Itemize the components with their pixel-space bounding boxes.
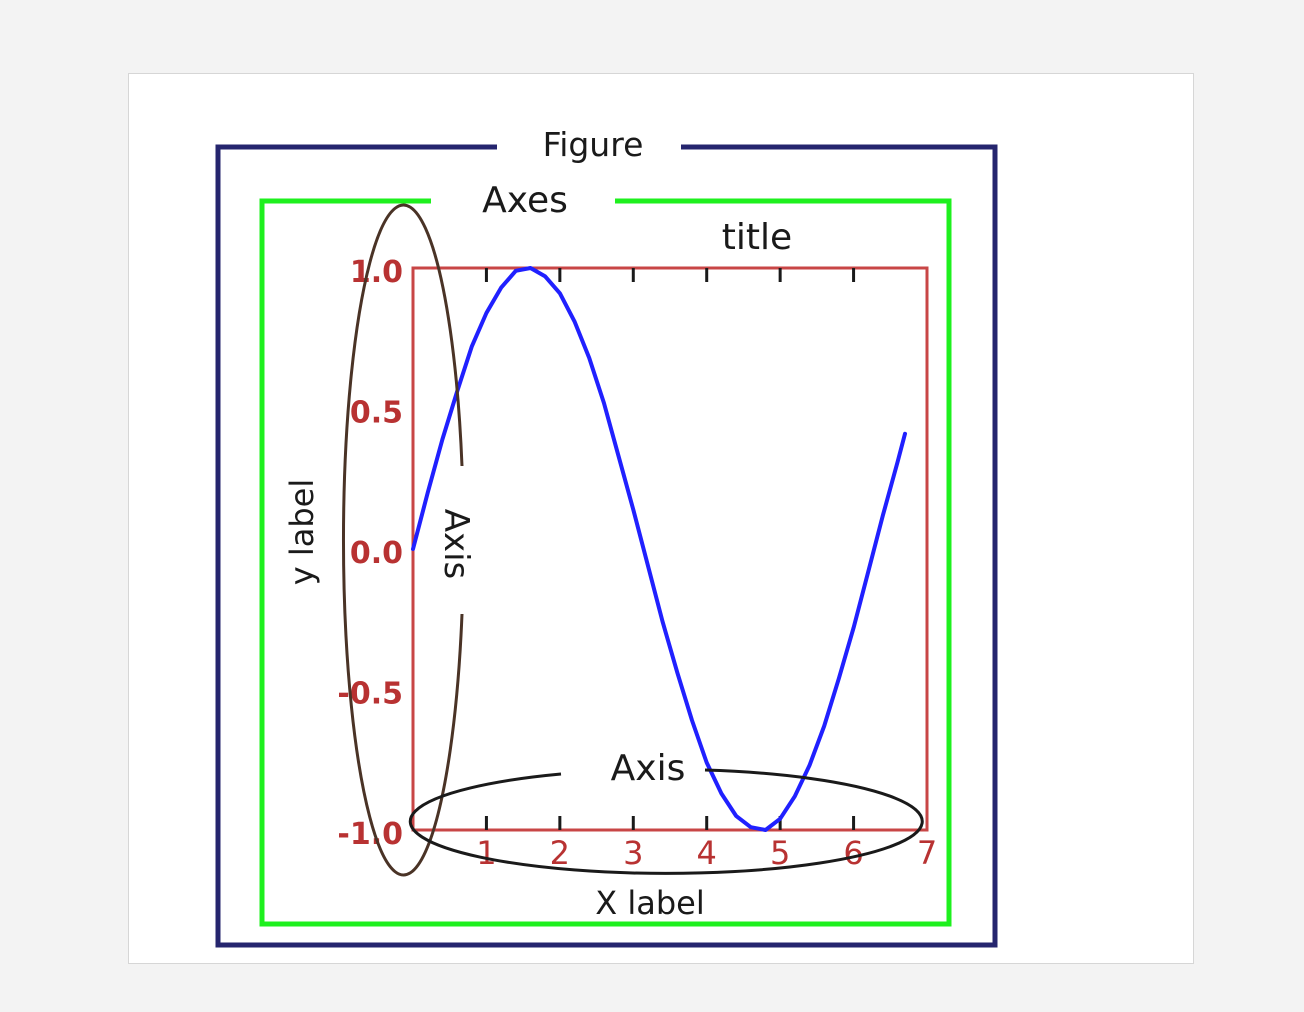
x-tick-label: 4: [697, 834, 717, 872]
axes-label: Axes: [482, 180, 568, 221]
x-tick-label: 5: [770, 834, 790, 872]
y-axis-label: y label: [283, 479, 321, 586]
x-tick-label: 6: [843, 834, 863, 872]
x-axis-callout-label: Axis: [611, 748, 686, 789]
x-tick-label: 1: [476, 834, 496, 872]
x-axis-callout-ellipse: [408, 768, 924, 875]
x-tick-label: 3: [623, 834, 643, 872]
plot-frame: [411, 266, 929, 832]
y-tick-labels: 1.00.50.0-0.5-1.0: [337, 255, 403, 852]
x-tick-label: 2: [550, 834, 570, 872]
y-tick-label: 0.0: [350, 536, 403, 571]
y-tick-label: 0.5: [350, 396, 403, 431]
y-tick-label: 1.0: [350, 255, 403, 290]
y-axis-callout-label: Axis: [436, 509, 476, 580]
x-tick-label: 7: [917, 834, 937, 872]
sine-curve: [411, 266, 907, 832]
x-axis-label: X label: [595, 884, 704, 922]
figure-label: Figure: [543, 125, 644, 164]
x-tick-labels: 1 2 3 4 5 6 7: [476, 834, 937, 872]
y-axis-callout-ellipse: [341, 203, 464, 877]
figure-frame: [215, 144, 998, 948]
axes-frame: [259, 198, 952, 927]
axis-ticks: [484, 268, 856, 830]
y-tick-label: -0.5: [337, 677, 403, 712]
plot-title: title: [722, 217, 792, 258]
